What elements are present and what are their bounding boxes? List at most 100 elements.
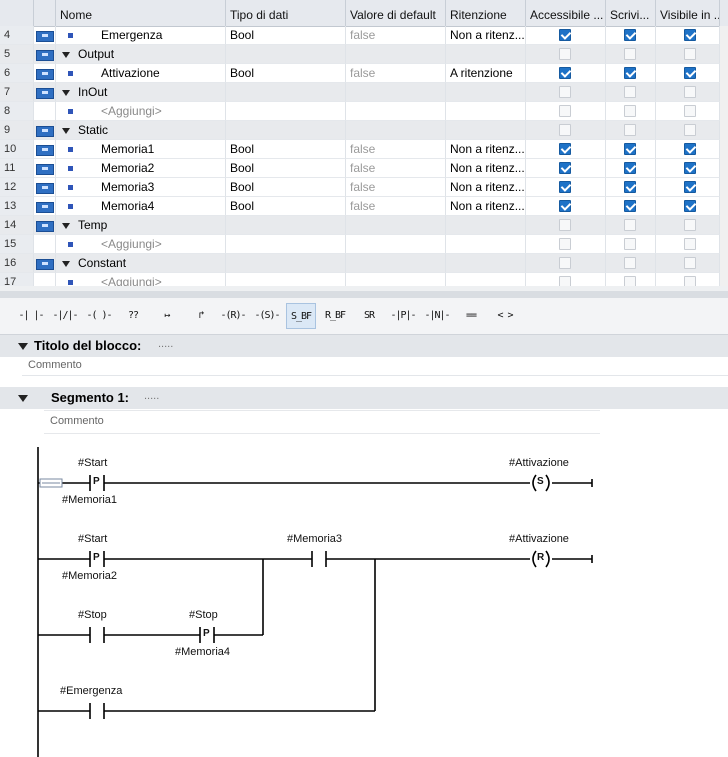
r1-coil-left[interactable]	[532, 474, 537, 492]
expand-triangle-icon[interactable]	[62, 223, 70, 229]
default-cell[interactable]	[346, 273, 446, 291]
variable-name-cell[interactable]: Memoria3	[56, 178, 226, 197]
toolbar-close-branch-button[interactable]: ↱	[198, 310, 204, 321]
r2-coil-left[interactable]	[532, 550, 537, 568]
table-row[interactable]: 15 <Aggiungi>	[0, 235, 728, 254]
r1-coil-tag[interactable]: #Attivazione	[509, 457, 569, 469]
accessible-checkbox[interactable]	[559, 181, 571, 193]
r2-contact-mem[interactable]: #Memoria2	[62, 570, 118, 582]
visible-checkbox[interactable]	[684, 219, 696, 231]
variable-name-cell[interactable]: <Aggiungi>	[56, 235, 226, 254]
section-name-cell[interactable]: Static	[56, 121, 226, 140]
visible-checkbox[interactable]	[684, 238, 696, 250]
header-visible[interactable]: Visibile in ...	[656, 0, 720, 26]
accessible-checkbox[interactable]	[559, 124, 571, 136]
accessible-checkbox[interactable]	[559, 67, 571, 79]
toolbar-set-bitfield-button[interactable]: S_BF	[286, 303, 316, 329]
horizontal-scrollbar[interactable]	[0, 286, 728, 291]
writable-checkbox[interactable]	[624, 29, 636, 41]
visible-checkbox[interactable]	[684, 143, 696, 155]
block-title-value[interactable]: .....	[158, 338, 174, 350]
panel-splitter[interactable]	[0, 291, 728, 298]
retention-cell[interactable]	[446, 254, 526, 273]
writable-checkbox[interactable]	[624, 143, 636, 155]
writable-checkbox[interactable]	[624, 162, 636, 174]
retention-cell[interactable]	[446, 102, 526, 121]
retention-cell[interactable]: Non a ritenz...	[446, 26, 526, 45]
header-datatype[interactable]: Tipo di dati	[226, 0, 346, 26]
header-name[interactable]: Nome	[56, 0, 226, 26]
toolbar-compare-eq-button[interactable]: ==	[465, 310, 477, 321]
writable-checkbox[interactable]	[624, 48, 636, 60]
datatype-cell[interactable]	[226, 83, 346, 102]
r2-coil-right[interactable]	[545, 550, 550, 568]
segment-comment[interactable]: Commento	[50, 415, 104, 427]
table-row[interactable]: 17<Aggiungi>	[0, 273, 728, 291]
segment-collapse-arrow-icon[interactable]	[18, 395, 28, 402]
toolbar-sr-box-button[interactable]: SR	[363, 310, 375, 321]
default-cell[interactable]	[346, 102, 446, 121]
retention-cell[interactable]	[446, 235, 526, 254]
variable-name-cell[interactable]: Memoria4	[56, 197, 226, 216]
row-number[interactable]: 15	[0, 235, 34, 254]
visible-checkbox[interactable]	[684, 29, 696, 41]
header-accessible[interactable]: Accessibile ...	[526, 0, 606, 26]
r1-contact-tag[interactable]: #Start	[78, 457, 108, 469]
accessible-checkbox[interactable]	[559, 29, 571, 41]
row-number[interactable]: 11	[0, 159, 34, 178]
datatype-cell[interactable]	[226, 216, 346, 235]
datatype-cell[interactable]: Bool	[226, 159, 346, 178]
accessible-checkbox[interactable]	[559, 143, 571, 155]
accessible-checkbox[interactable]	[559, 48, 571, 60]
row-number[interactable]: 6	[0, 64, 34, 83]
toolbar-compare-ne-button[interactable]: < >	[497, 310, 513, 321]
datatype-cell[interactable]	[226, 121, 346, 140]
toolbar-set-coil-button[interactable]: -(S)-	[254, 310, 280, 321]
retention-cell[interactable]: Non a ritenz...	[446, 197, 526, 216]
writable-checkbox[interactable]	[624, 181, 636, 193]
datatype-cell[interactable]: Bool	[226, 64, 346, 83]
collapse-arrow-icon[interactable]	[18, 343, 28, 350]
retention-cell[interactable]	[446, 121, 526, 140]
row-number[interactable]: 16	[0, 254, 34, 273]
retention-cell[interactable]: Non a ritenz...	[446, 159, 526, 178]
retention-cell[interactable]	[446, 216, 526, 235]
toolbar-reset-bitfield-button[interactable]: R_BF	[324, 310, 346, 321]
header-retention[interactable]: Ritenzione	[446, 0, 526, 26]
retention-cell[interactable]	[446, 273, 526, 291]
writable-checkbox[interactable]	[624, 105, 636, 117]
row-number[interactable]: 7	[0, 83, 34, 102]
toolbar-reset-coil-button[interactable]: -(R)-	[220, 310, 246, 321]
retention-cell[interactable]	[446, 45, 526, 64]
toolbar-empty-box-button[interactable]: ??	[127, 310, 139, 321]
visible-checkbox[interactable]	[684, 200, 696, 212]
segment-comment-box[interactable]	[44, 410, 600, 434]
variable-name-cell[interactable]: Memoria1	[56, 140, 226, 159]
retention-cell[interactable]: Non a ritenz...	[446, 140, 526, 159]
visible-checkbox[interactable]	[684, 86, 696, 98]
retention-cell[interactable]	[446, 83, 526, 102]
visible-checkbox[interactable]	[684, 124, 696, 136]
toolbar-nc-contact-button[interactable]: -|/|-	[52, 310, 78, 321]
header-writable[interactable]: Scrivi...	[606, 0, 656, 26]
r3-pstop-mem[interactable]: #Memoria4	[175, 646, 231, 658]
r2-mid-tag[interactable]: #Memoria3	[287, 533, 343, 545]
row-number[interactable]: 9	[0, 121, 34, 140]
default-cell[interactable]	[346, 45, 446, 64]
toolbar-no-contact-button[interactable]: -| |-	[18, 310, 44, 321]
row-number[interactable]: 4	[0, 26, 34, 45]
visible-checkbox[interactable]	[684, 48, 696, 60]
row-number[interactable]: 5	[0, 45, 34, 64]
datatype-cell[interactable]	[226, 45, 346, 64]
r3-stop-tag[interactable]: #Stop	[78, 609, 107, 621]
section-name-cell[interactable]: Constant	[56, 254, 226, 273]
default-cell[interactable]	[346, 121, 446, 140]
writable-checkbox[interactable]	[624, 219, 636, 231]
visible-checkbox[interactable]	[684, 67, 696, 79]
